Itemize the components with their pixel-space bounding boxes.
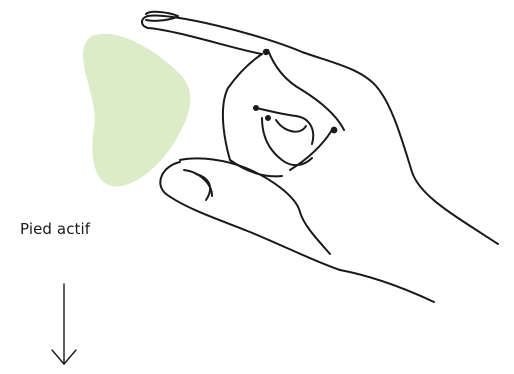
arrow-down-icon bbox=[52, 284, 76, 364]
caption-label: Pied actif bbox=[20, 220, 90, 238]
hand-pinch-drawing bbox=[142, 12, 498, 302]
